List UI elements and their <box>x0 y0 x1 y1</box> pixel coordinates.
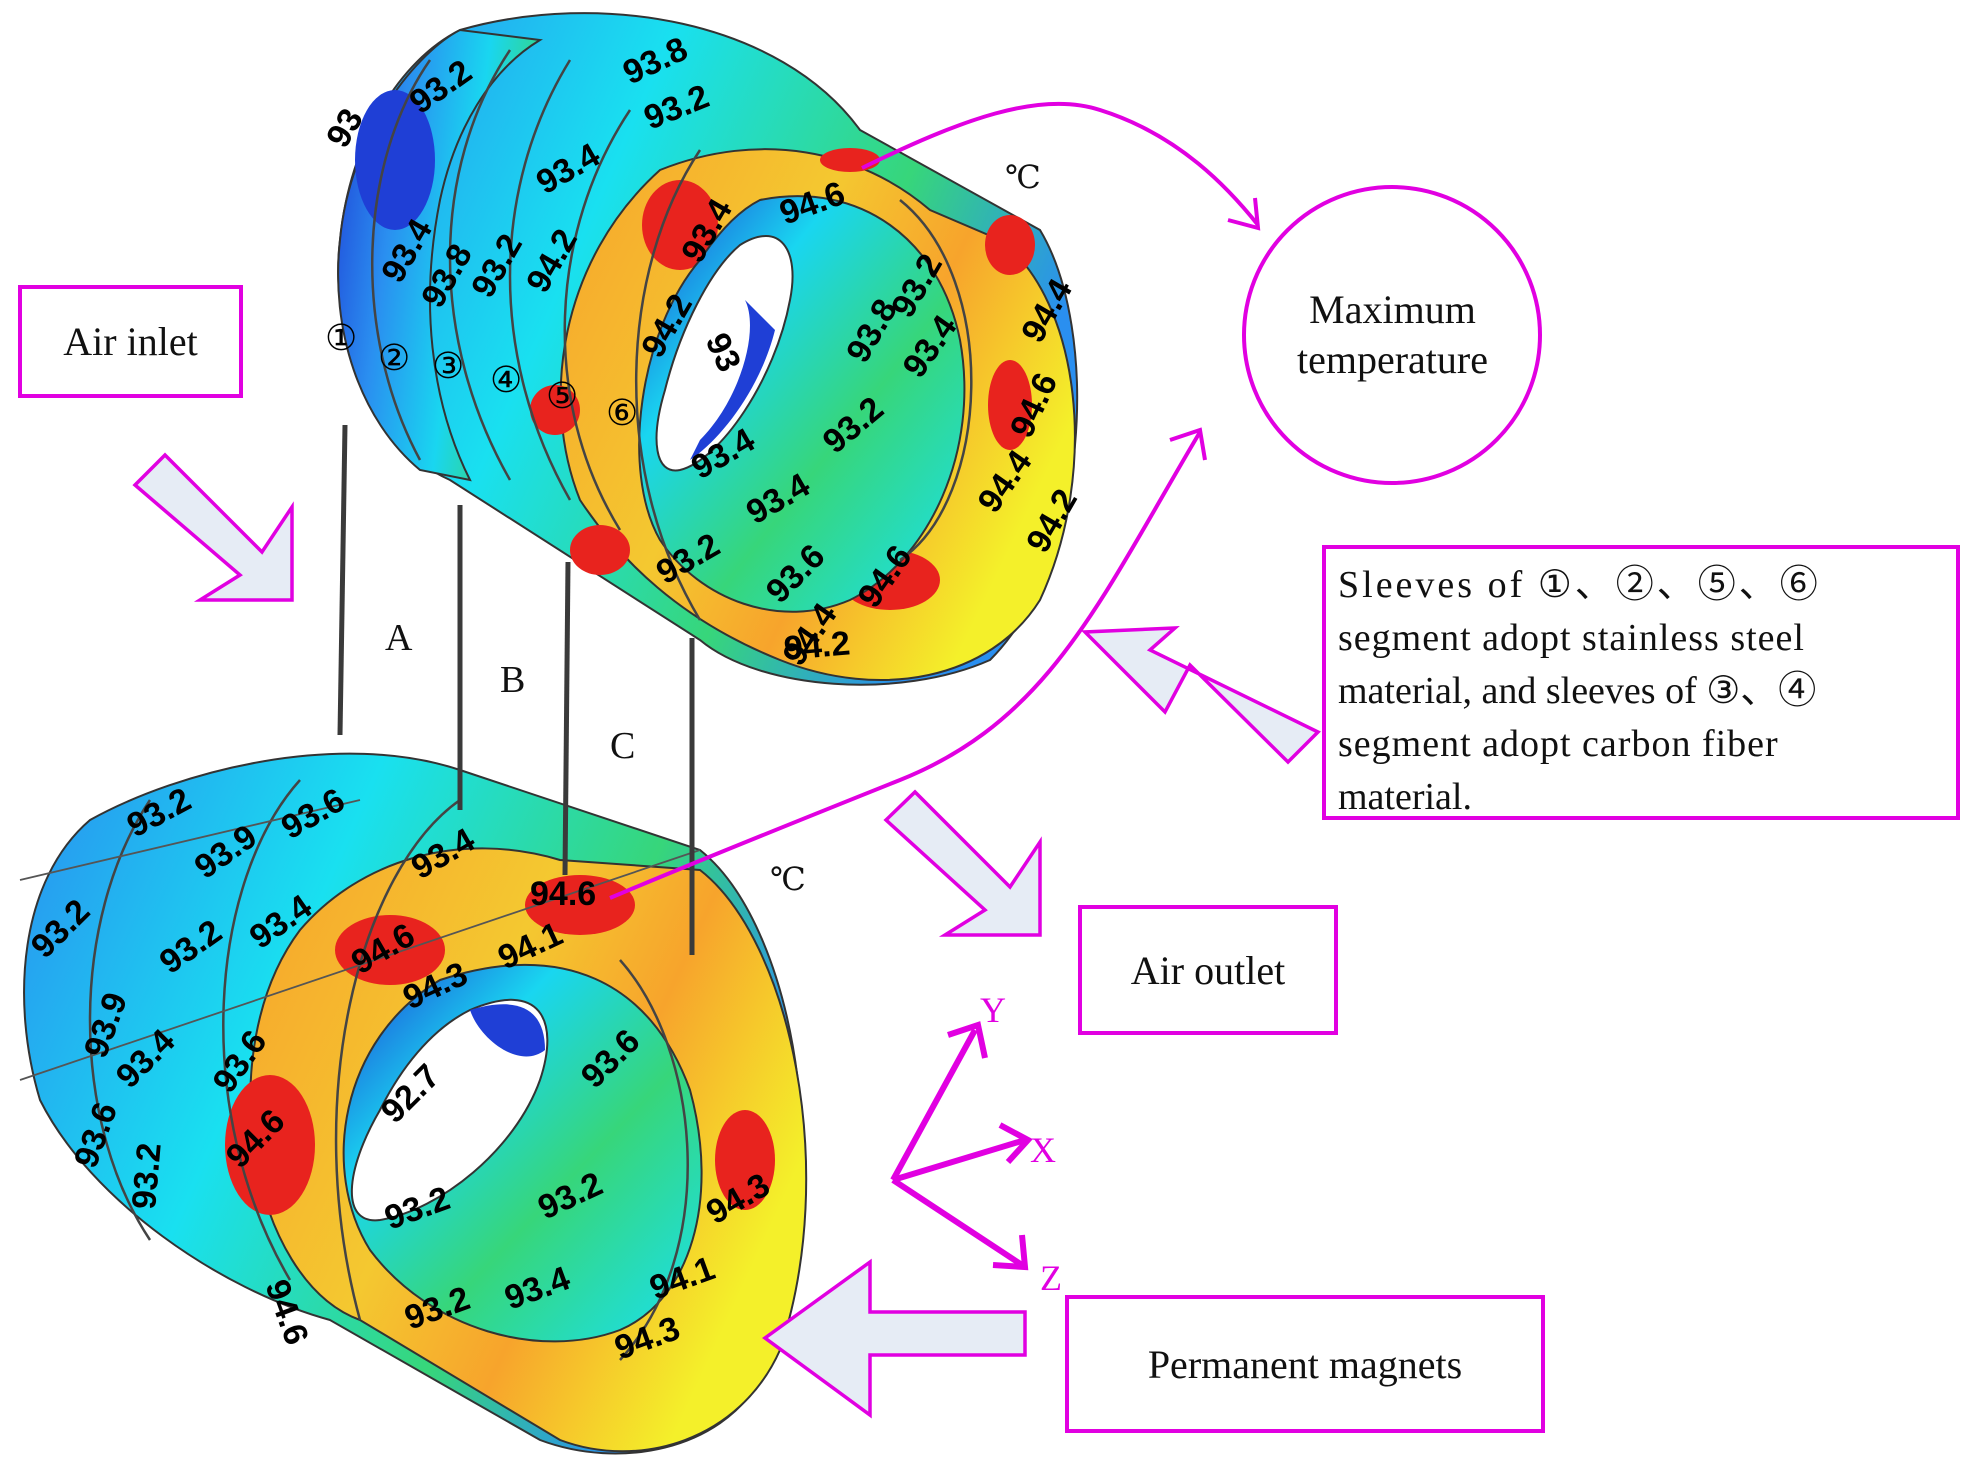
top-hot-spot-2 <box>820 148 880 172</box>
air-outlet-label-box: Air outlet <box>1078 905 1338 1035</box>
segment-marker-6: ⑥ <box>606 393 638 434</box>
top-max-leader <box>861 101 1260 227</box>
axis-x <box>892 1137 1026 1183</box>
top-hot-spot-3 <box>985 215 1035 275</box>
bottom-magnet-line-2 <box>19 849 701 1081</box>
top-unit-label: ℃ <box>1005 158 1041 196</box>
section-lines: A B C <box>337 424 695 955</box>
top-sleeve-hole-shadow <box>690 300 775 460</box>
max-temp-line-1: Maximum <box>1309 287 1476 332</box>
axis-label-y: Y <box>980 990 1006 1030</box>
top-sleeve-cold-spot <box>355 90 435 230</box>
axis-y <box>890 1028 978 1182</box>
bottom-ring-line-2 <box>222 779 301 1281</box>
bottom-ring-line-4 <box>619 959 689 1361</box>
magnets-arrow <box>762 1258 1027 1419</box>
top-ring-line-5 <box>634 149 702 621</box>
coordinate-axes <box>890 1021 1033 1271</box>
bottom-ring-line-3 <box>334 798 461 1321</box>
leader-lines <box>609 101 1261 900</box>
note-line-2: segment adopt stainless steel <box>1338 617 1805 659</box>
bottom-max-leader-head <box>1169 427 1207 461</box>
permanent-magnets-label-box: Permanent magnets <box>1065 1295 1545 1433</box>
section-letter-a: A <box>385 617 413 659</box>
bottom-unit-label: ℃ <box>770 860 806 898</box>
bottom-sleeve-hole-shadow <box>470 1004 545 1057</box>
air-outlet-arrow <box>883 789 1042 937</box>
top-ring-line-6 <box>899 199 973 562</box>
top-hot-spot-4 <box>988 360 1032 450</box>
max-temp-arrow <box>1080 626 1321 765</box>
max-temp-circle <box>1242 185 1542 485</box>
section-line-1 <box>337 424 348 736</box>
note-line-5: material. <box>1338 776 1472 818</box>
bottom-temp-label-5: 94.6 <box>530 875 596 913</box>
section-letter-b: B <box>500 659 525 701</box>
segment-marker-1: ① <box>325 318 357 359</box>
section-line-3 <box>562 561 571 876</box>
material-note-box: Sleeves of ①、②、⑤、⑥ segment adopt stainle… <box>1322 545 1960 820</box>
top-hot-spot-1 <box>642 180 718 270</box>
note-line-1: Sleeves of ①、②、⑤、⑥ <box>1338 564 1821 606</box>
top-temp-label-28: 94.2 <box>782 624 851 668</box>
axis-label-z: Z <box>1040 1258 1062 1298</box>
max-temp-line-2: temperature <box>1297 337 1488 382</box>
bottom-hot-spot-4 <box>715 1110 775 1210</box>
segment-marker-5: ⑤ <box>546 376 578 417</box>
axis-y-head <box>947 1021 988 1059</box>
air-outlet-label: Air outlet <box>1130 947 1286 993</box>
axis-label-x: X <box>1030 1130 1056 1170</box>
air-inlet-label: Air inlet <box>63 319 198 364</box>
bottom-max-leader <box>609 430 1202 900</box>
permanent-magnets-label: Permanent magnets <box>1147 1341 1463 1387</box>
top-ring-line-2 <box>448 49 512 481</box>
note-line-4: segment adopt carbon fiber <box>1338 723 1779 765</box>
air-inlet-label-box: Air inlet <box>18 285 243 398</box>
bottom-hot-spot-2 <box>335 915 445 985</box>
segment-marker-3: ③ <box>432 346 464 387</box>
bottom-ring-line-1 <box>88 799 152 1241</box>
bottom-hot-spot-1 <box>525 875 635 935</box>
note-line-3: material, and sleeves of ③、④ <box>1338 670 1817 712</box>
top-sleeve-hole <box>655 235 794 472</box>
top-hot-spot-7 <box>570 525 630 575</box>
axis-x-head <box>998 1122 1033 1165</box>
top-ring-line-3 <box>508 59 572 501</box>
top-ring-line-1 <box>371 59 432 461</box>
segment-marker-4: ④ <box>490 360 522 401</box>
section-letter-c: C <box>610 725 635 767</box>
bottom-temp-label-16: 93.2 <box>125 1141 169 1210</box>
max-temp-label: Maximum temperature <box>1245 285 1540 385</box>
top-max-leader-head <box>1227 197 1261 231</box>
axis-z-head <box>992 1234 1029 1271</box>
flow-arrows <box>132 452 1321 1419</box>
bottom-sleeve-hole <box>350 998 549 1222</box>
bottom-magnet-line-1 <box>19 799 361 881</box>
top-ring-line-4 <box>563 109 632 531</box>
axis-z <box>891 1177 1024 1268</box>
segment-marker-2: ② <box>378 338 410 379</box>
top-hot-spot-6 <box>530 385 580 435</box>
air-inlet-arrow <box>132 452 294 602</box>
